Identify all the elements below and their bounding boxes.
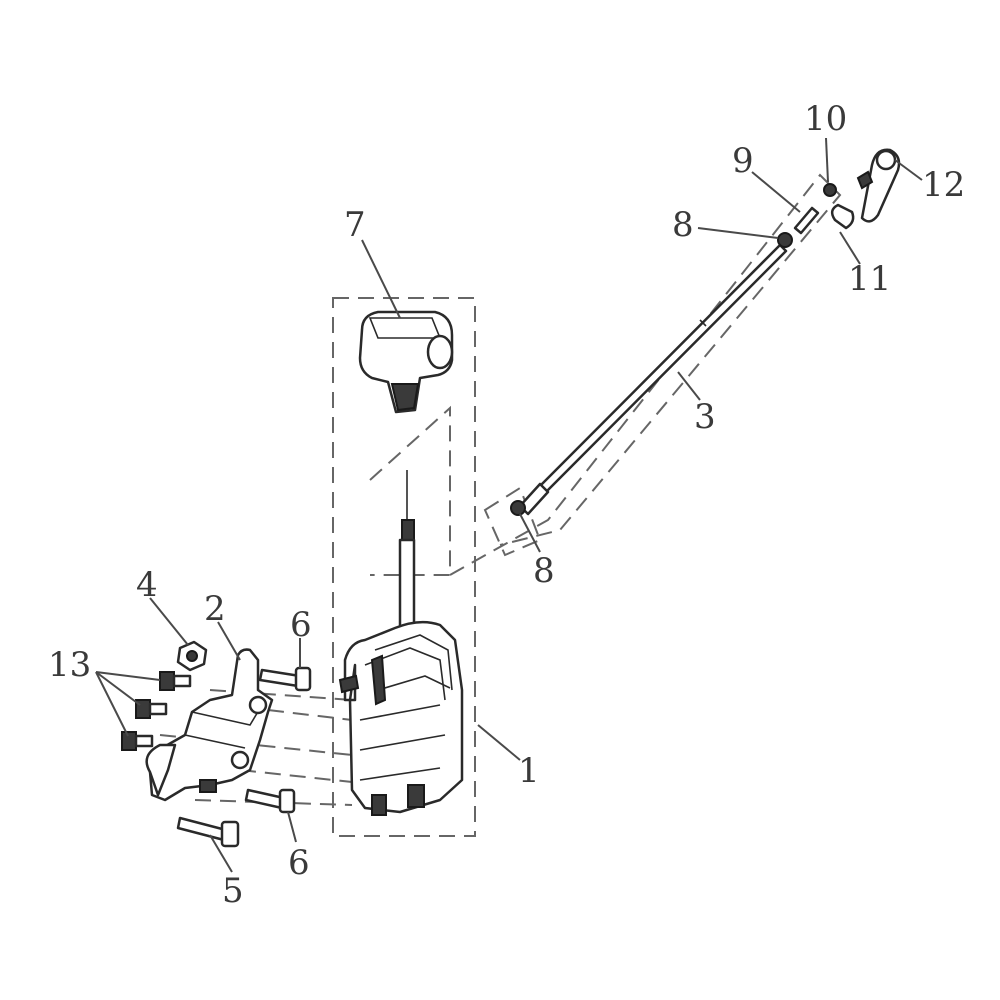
leader-line-13-b [95, 671, 141, 706]
leader-line-13-c [95, 671, 129, 737]
leader-line-6b [287, 811, 297, 843]
leader-line-2 [217, 621, 241, 661]
assembly-box-1 [332, 297, 476, 837]
leader-line-5 [209, 834, 233, 873]
leader-line-7 [361, 239, 401, 319]
leader-line-1 [477, 724, 521, 761]
leader-line-4 [149, 597, 189, 646]
assembly-line-4 [239, 769, 353, 783]
callout-7: 7 [344, 205, 366, 245]
bolt-part-13-b [135, 699, 168, 719]
bolt-part-6-upper [258, 666, 312, 692]
callout-3: 3 [694, 397, 716, 437]
callout-4: 4 [136, 565, 158, 605]
leader-line-10 [825, 137, 829, 183]
callout-8-upper: 8 [672, 205, 694, 245]
callout-9: 9 [732, 141, 754, 181]
leader-line-8-upper [697, 227, 779, 239]
bolt-part-6-lower [244, 788, 296, 814]
bolt-part-13-c [121, 731, 154, 751]
clip-part-11 [830, 203, 855, 230]
callout-2: 2 [204, 589, 226, 629]
callout-10: 10 [804, 99, 847, 139]
pin-part-9 [793, 206, 820, 235]
callout-13: 13 [48, 645, 91, 685]
callout-5: 5 [222, 871, 244, 911]
callout-6-lower: 6 [288, 843, 310, 883]
leader-line-8-lower [519, 513, 541, 553]
nut-part-10 [823, 183, 837, 197]
callout-8-lower: 8 [533, 551, 555, 591]
nut-part-4 [176, 640, 208, 672]
shift-rod-part-3 [518, 243, 788, 516]
shift-knob-part-7 [358, 310, 454, 414]
leader-line-3 [677, 371, 701, 401]
callout-6-upper: 6 [290, 605, 312, 645]
bolt-part-5 [176, 816, 240, 848]
gear-selector-housing-part-1 [338, 470, 464, 816]
leader-line-13-a [95, 671, 161, 681]
bushing-part-8-lower [510, 500, 526, 516]
leader-line-9 [751, 171, 801, 213]
leader-line-12 [894, 159, 923, 181]
leader-line-11 [839, 231, 861, 265]
bolt-part-13-a [159, 671, 192, 691]
callout-1: 1 [518, 751, 540, 791]
bushing-part-8-upper [777, 232, 793, 248]
lever-arm-part-12 [856, 148, 901, 223]
mounting-bracket-part-2 [145, 648, 274, 802]
assembly-line-2 [267, 709, 353, 721]
callout-11: 11 [848, 259, 891, 299]
alignment-box-8 [483, 486, 542, 557]
callout-12: 12 [922, 165, 965, 205]
